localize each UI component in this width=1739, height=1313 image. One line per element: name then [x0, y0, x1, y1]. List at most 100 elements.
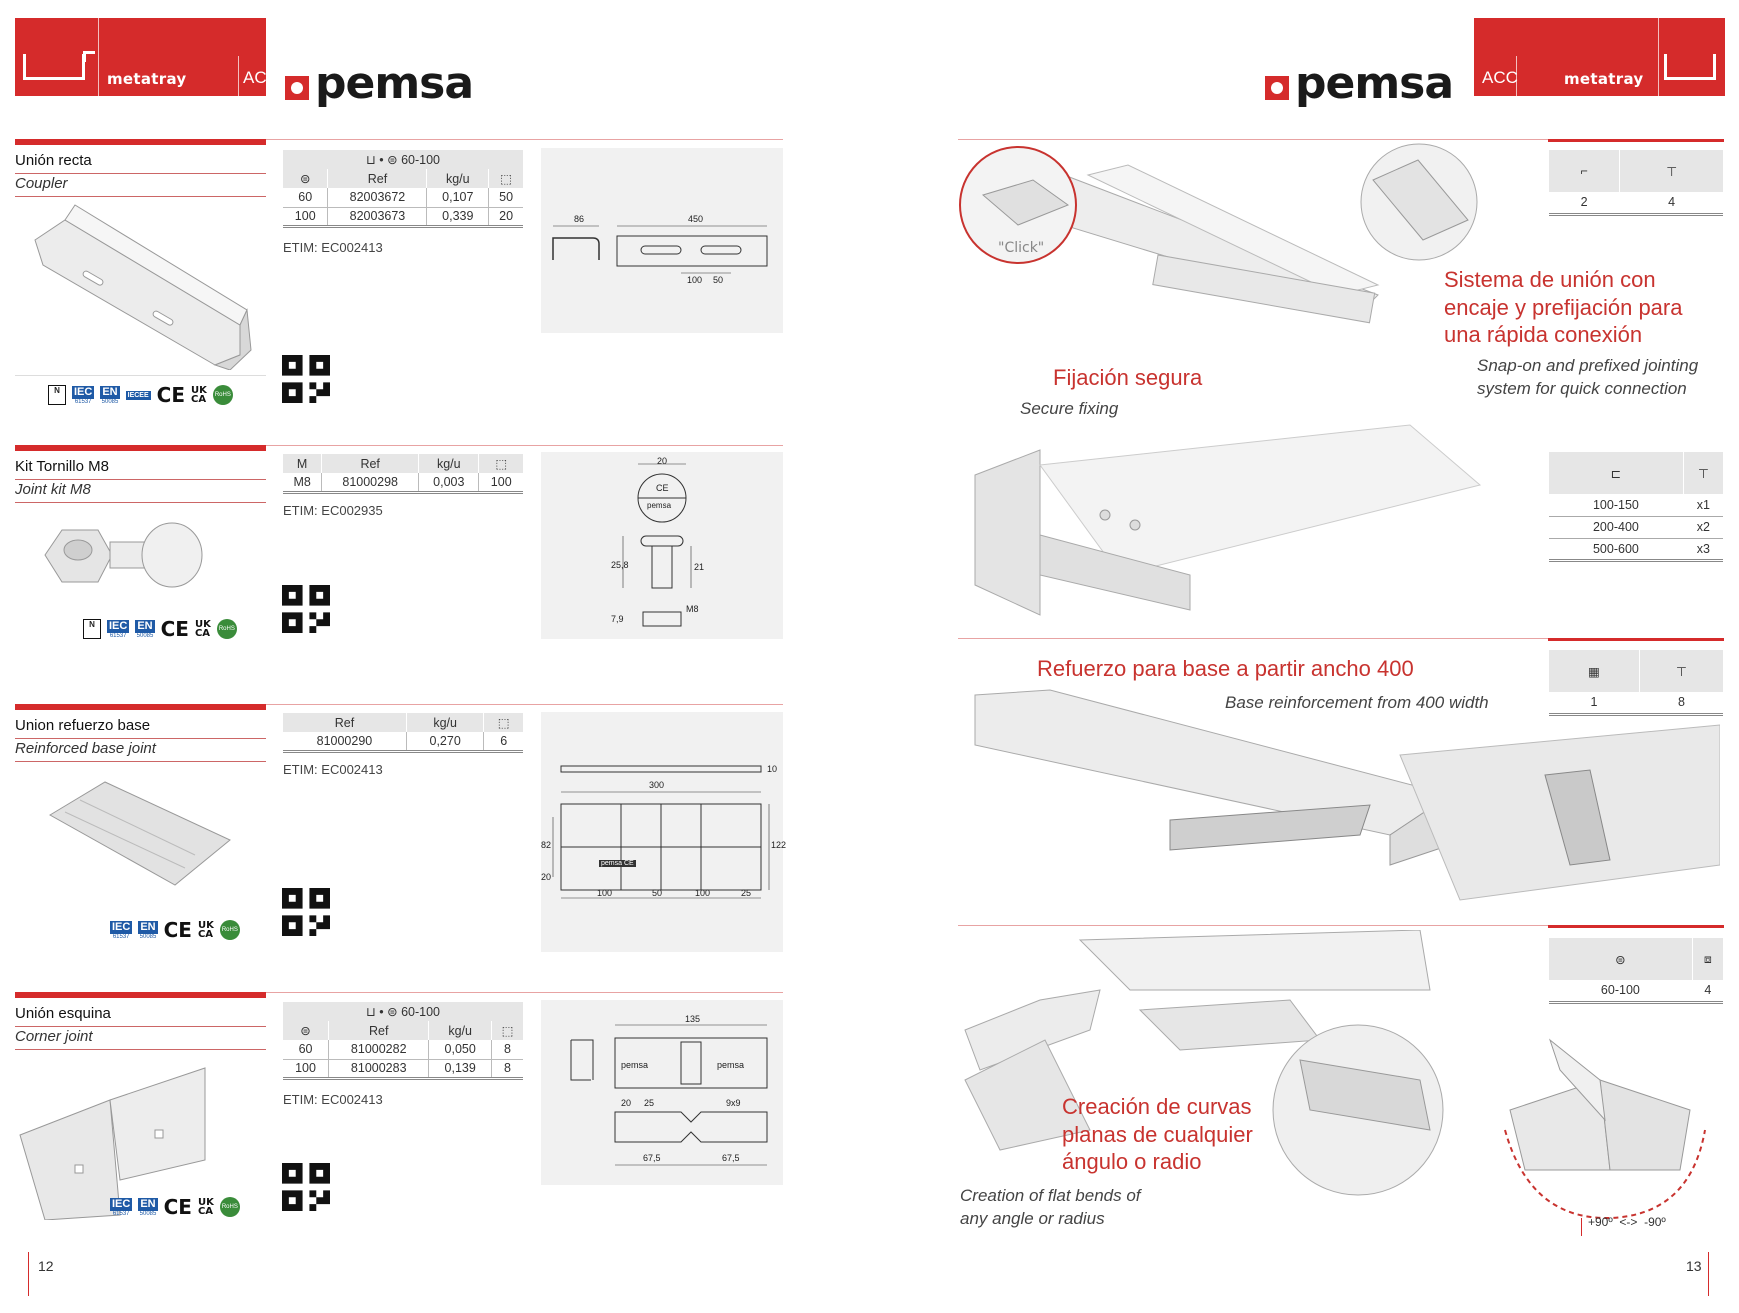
rohs-icon: RoHS — [216, 619, 237, 639]
series-name: metatray — [1564, 70, 1644, 88]
product-subtitle: Corner joint — [15, 1028, 93, 1045]
feature-subtitle: Creation of flat bends of any angle or r… — [960, 1186, 1141, 1228]
width-icon: ⊜ — [283, 169, 329, 188]
tray-icon — [1664, 54, 1716, 80]
feature-title: Fijación segura — [1053, 365, 1203, 390]
corner-rotation-photo — [1504, 1038, 1706, 1220]
page-number: 13 — [1686, 1258, 1702, 1274]
screw-kit-photo — [44, 522, 203, 588]
feature-subtitle: Secure fixing — [1020, 399, 1119, 418]
product-subtitle: Coupler — [15, 175, 68, 192]
series-header-right: ACC metatray — [1474, 18, 1725, 96]
ce-mark: CE — [163, 918, 192, 942]
flat-bend-photo — [964, 930, 1444, 1196]
coupler-detail-photo — [1360, 143, 1478, 261]
brand-logo-right: pemsa — [1265, 58, 1454, 109]
product-subtitle: Reinforced base joint — [15, 740, 156, 757]
n-mark-icon: N — [48, 385, 66, 405]
box-icon: ⬚ — [483, 713, 523, 732]
tray-icon: ⊔ — [366, 1005, 376, 1019]
etim-code: ETIM: EC002413 — [283, 240, 383, 255]
tray-icon — [23, 54, 85, 80]
feature-subtitle: Snap-on and prefixed jointing system for… — [1477, 356, 1699, 398]
tray-icon: ⊔ — [366, 153, 376, 167]
qr-code — [282, 585, 330, 633]
acc-label: ACC — [1482, 68, 1518, 87]
qr-code — [282, 1163, 330, 1211]
width-icon: ⊜ — [283, 1021, 330, 1040]
series-header-left: metatray ACC — [15, 18, 279, 96]
feature-title: Creación de curvas planas de cualquier á… — [1062, 1094, 1253, 1174]
ce-mark: CE — [156, 383, 185, 407]
angle-range-label: +90º <-> -90º — [1588, 1215, 1666, 1229]
product-title: Kit Tornillo M8 — [15, 458, 109, 475]
technical-drawing: 86 450 100 50 — [541, 148, 783, 333]
coupler-photo — [34, 204, 252, 370]
width-icon: ⊜ — [1549, 938, 1693, 980]
box-icon: ⬚ — [491, 1021, 523, 1040]
screw-icon: ⊤ — [1619, 150, 1723, 192]
reinforced-base-joint-photo — [49, 781, 231, 886]
coupler-icon: ⌐ — [1549, 150, 1620, 192]
qr-code — [282, 888, 330, 936]
technical-drawing: 20 CE pemsa 25,8 21 7,9 M8 — [541, 452, 783, 639]
feature-title: Refuerzo para base a partir ancho 400 — [1037, 656, 1414, 681]
technical-drawing: 10 300 122 82 20 pemsa CE 100 50 100 25 — [541, 712, 786, 952]
box-icon: ⬚ — [478, 454, 523, 473]
rohs-icon: RoHS — [219, 920, 240, 940]
width-icon: ⊜ — [387, 1005, 398, 1019]
click-label: "Click" — [998, 240, 1045, 256]
base-plate-icon: ▦ — [1549, 650, 1640, 692]
technical-drawing: 135 pemsa pemsa 20 25 9x9 67,5 67,5 — [541, 1000, 783, 1185]
feature-title: Sistema de unión con encaje y prefijació… — [1444, 267, 1683, 347]
series-name: metatray — [107, 70, 187, 88]
acc-label: ACC — [243, 68, 279, 87]
product-subtitle: Joint kit M8 — [15, 481, 91, 498]
iecee-badge: IECEE — [125, 390, 151, 400]
product-title: Union refuerzo base — [15, 717, 151, 734]
box-icon: ⬚ — [488, 169, 523, 188]
qr-code — [282, 355, 330, 403]
rohs-icon: RoHS — [219, 1197, 240, 1217]
secure-fixing-photo — [974, 424, 1482, 616]
feature-subtitle: Base reinforcement from 400 width — [1225, 693, 1489, 712]
etim-code: ETIM: EC002935 — [283, 503, 383, 518]
etim-code: ETIM: EC002413 — [283, 762, 383, 777]
page-number: 12 — [38, 1258, 54, 1274]
rohs-icon: RoHS — [212, 385, 233, 405]
width-icon: ⊜ — [387, 153, 398, 167]
ce-mark: CE — [160, 617, 189, 641]
range-header: ⊔ • ⊜ 60-100 — [283, 1002, 523, 1021]
range-header: ⊔ • ⊜ 60-100 — [283, 150, 523, 169]
etim-code: ETIM: EC002413 — [283, 1092, 383, 1107]
ce-mark: CE — [163, 1195, 192, 1219]
product-title: Unión recta — [15, 152, 92, 169]
product-title: Unión esquina — [15, 1005, 111, 1022]
corner-joint-icon: ⧈ — [1691, 938, 1723, 980]
base-reinforcement-photo — [974, 689, 1720, 901]
coupler-assembly-photo — [959, 146, 1380, 324]
